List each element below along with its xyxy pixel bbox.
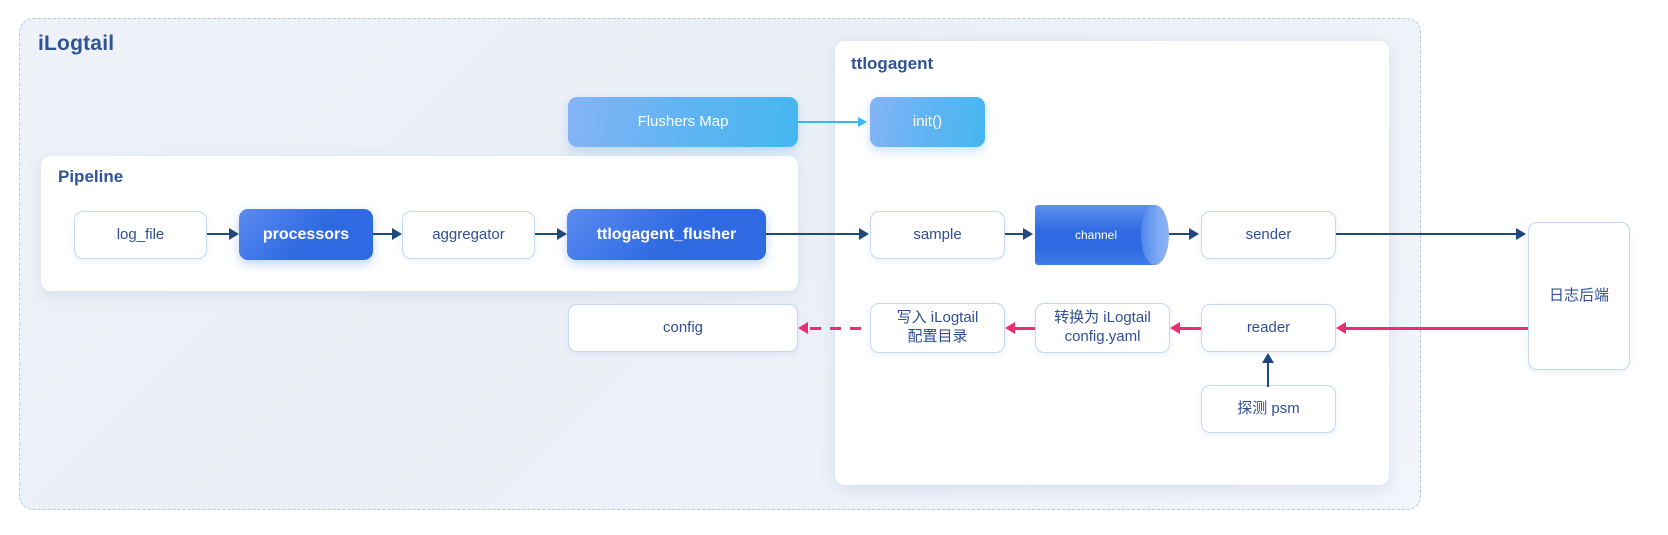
node-convert-line1: 转换为 iLogtail bbox=[1054, 309, 1151, 327]
ilogtail-title: iLogtail bbox=[38, 32, 115, 55]
node-sender[interactable]: sender bbox=[1201, 211, 1336, 259]
node-convert-to-ilogtail-config[interactable]: 转换为 iLogtail config.yaml bbox=[1035, 303, 1170, 353]
pipeline-title: Pipeline bbox=[58, 167, 124, 186]
node-write-ilogtail-config-line1: 写入 iLogtail bbox=[896, 309, 979, 327]
node-backend[interactable]: 日志后端 bbox=[1528, 222, 1630, 370]
node-ttlogagent-flusher[interactable]: ttlogagent_flusher bbox=[567, 209, 766, 260]
node-convert-line2: config.yaml bbox=[1064, 328, 1141, 345]
cylinder-cap bbox=[1141, 205, 1169, 265]
node-write-ilogtail-config[interactable]: 写入 iLogtail 配置目录 bbox=[870, 303, 1005, 353]
node-sample[interactable]: sample bbox=[870, 211, 1005, 259]
node-aggregator[interactable]: aggregator bbox=[402, 211, 535, 259]
node-channel-label: channel bbox=[1074, 228, 1118, 242]
node-config[interactable]: config bbox=[568, 304, 798, 352]
node-processors[interactable]: processors bbox=[239, 209, 373, 260]
node-reader[interactable]: reader bbox=[1201, 304, 1336, 352]
node-probe-psm[interactable]: 探测 psm bbox=[1201, 385, 1336, 433]
node-log-file[interactable]: log_file bbox=[74, 211, 207, 259]
node-channel[interactable]: channel bbox=[1035, 205, 1169, 265]
node-init[interactable]: init() bbox=[870, 97, 985, 147]
cylinder-body bbox=[1035, 205, 1155, 265]
node-flushers-map[interactable]: Flushers Map bbox=[568, 97, 798, 147]
node-write-ilogtail-config-line2: 配置目录 bbox=[907, 328, 968, 345]
ttlogagent-title: ttlogagent bbox=[851, 54, 934, 73]
